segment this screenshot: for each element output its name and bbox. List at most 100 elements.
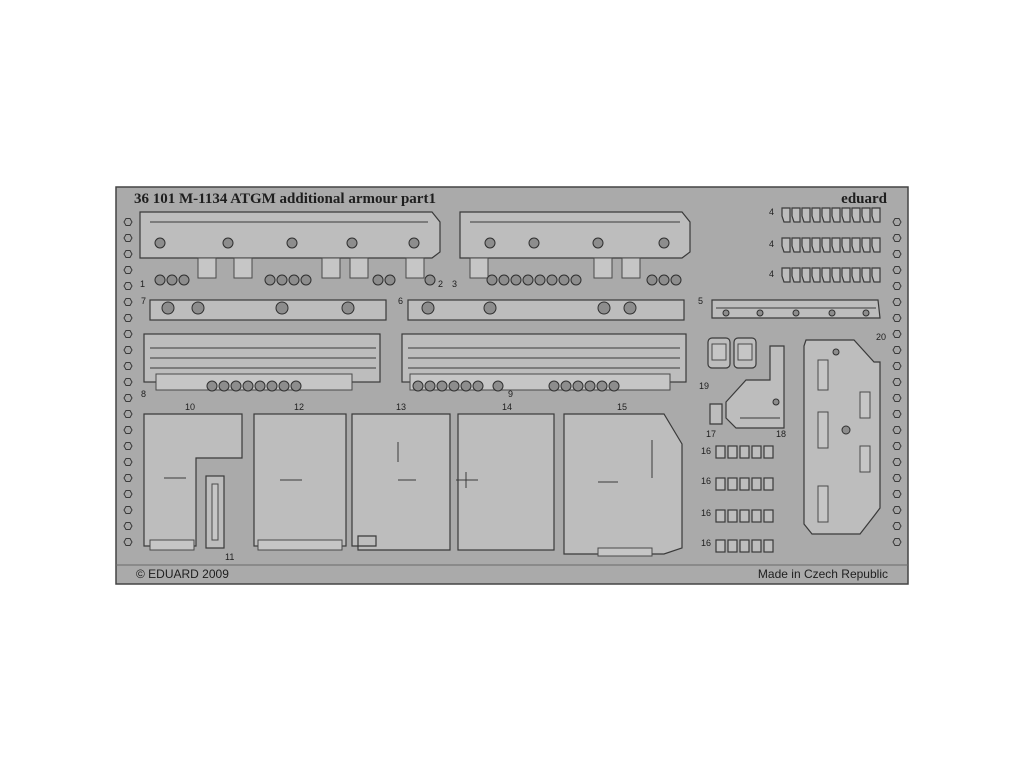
small-tab bbox=[871, 207, 881, 223]
hex-hole bbox=[892, 474, 902, 482]
washer bbox=[288, 274, 300, 286]
hex-hole bbox=[892, 426, 902, 434]
hex-hole bbox=[892, 442, 902, 450]
washer bbox=[670, 274, 682, 286]
washer bbox=[436, 380, 448, 392]
small-tab bbox=[811, 207, 821, 223]
small-tab bbox=[727, 477, 738, 491]
small-tab bbox=[821, 207, 831, 223]
washer bbox=[424, 380, 436, 392]
part-12-plate bbox=[253, 413, 347, 551]
washer bbox=[254, 380, 266, 392]
small-tab bbox=[851, 237, 861, 253]
washer bbox=[218, 380, 230, 392]
washer bbox=[596, 380, 608, 392]
hex-hole bbox=[123, 410, 133, 418]
small-tab bbox=[821, 237, 831, 253]
hex-hole bbox=[892, 490, 902, 498]
part-number-16a: 16 bbox=[701, 446, 711, 456]
sheet-title: 36 101 M-1134 ATGM additional armour par… bbox=[134, 191, 436, 207]
small-tab bbox=[781, 237, 791, 253]
part-number-7: 7 bbox=[141, 296, 146, 306]
small-tab bbox=[831, 207, 841, 223]
part-number-14: 14 bbox=[502, 402, 512, 412]
small-tab bbox=[861, 267, 871, 283]
part-number-4b: 4 bbox=[769, 239, 774, 249]
hex-hole bbox=[892, 330, 902, 338]
hex-hole bbox=[123, 346, 133, 354]
washer bbox=[572, 380, 584, 392]
part-20-large-plate bbox=[803, 339, 881, 535]
washer bbox=[510, 274, 522, 286]
washer-row-1 bbox=[154, 274, 682, 286]
washer bbox=[498, 274, 510, 286]
hex-hole bbox=[123, 458, 133, 466]
washer bbox=[448, 380, 460, 392]
hex-hole bbox=[123, 298, 133, 306]
hex-hole bbox=[123, 522, 133, 530]
hex-hole bbox=[892, 522, 902, 530]
small-tab bbox=[715, 477, 726, 491]
part-17-18-plate bbox=[709, 345, 785, 429]
small-tab bbox=[781, 207, 791, 223]
washer bbox=[424, 274, 436, 286]
part-number-18: 18 bbox=[776, 429, 786, 439]
part-number-12: 12 bbox=[294, 402, 304, 412]
part-number-9: 9 bbox=[508, 389, 513, 399]
part-7-strip bbox=[149, 299, 387, 321]
washer bbox=[266, 380, 278, 392]
small-tab bbox=[871, 267, 881, 283]
washer bbox=[178, 274, 190, 286]
part-number-3: 3 bbox=[452, 279, 457, 289]
small-tab bbox=[861, 237, 871, 253]
hex-hole bbox=[892, 346, 902, 354]
hex-hole bbox=[892, 234, 902, 242]
small-tab bbox=[861, 207, 871, 223]
small-tab bbox=[801, 237, 811, 253]
hex-hole bbox=[123, 426, 133, 434]
part-15-plate bbox=[563, 413, 683, 557]
small-tab bbox=[781, 267, 791, 283]
small-tab bbox=[715, 445, 726, 459]
part-number-8: 8 bbox=[141, 389, 146, 399]
washer bbox=[584, 380, 596, 392]
small-tab bbox=[801, 207, 811, 223]
part-9-rail bbox=[401, 333, 687, 391]
hex-hole bbox=[123, 474, 133, 482]
part-number-19: 19 bbox=[699, 381, 709, 391]
washer bbox=[206, 380, 218, 392]
small-tab bbox=[821, 267, 831, 283]
part-16-tabs bbox=[715, 445, 774, 553]
small-tab bbox=[751, 509, 762, 523]
washer bbox=[300, 274, 312, 286]
origin-text: Made in Czech Republic bbox=[758, 567, 888, 581]
hex-hole bbox=[123, 314, 133, 322]
part-11-handle bbox=[205, 475, 225, 549]
hex-hole bbox=[123, 234, 133, 242]
washer bbox=[608, 380, 620, 392]
washer bbox=[278, 380, 290, 392]
small-tab bbox=[851, 267, 861, 283]
small-tab bbox=[841, 237, 851, 253]
washer bbox=[384, 274, 396, 286]
washer bbox=[372, 274, 384, 286]
hex-hole bbox=[892, 314, 902, 322]
hex-hole bbox=[123, 442, 133, 450]
small-tab bbox=[751, 539, 762, 553]
small-tab bbox=[871, 237, 881, 253]
part-number-11: 11 bbox=[225, 552, 234, 562]
small-tab bbox=[715, 539, 726, 553]
washer bbox=[646, 274, 658, 286]
small-tab bbox=[739, 509, 750, 523]
small-tab bbox=[841, 207, 851, 223]
washer bbox=[290, 380, 302, 392]
part-4-tabs bbox=[781, 207, 881, 283]
hex-hole bbox=[892, 458, 902, 466]
brand-logo: eduard bbox=[841, 191, 888, 207]
left-hex-border bbox=[123, 218, 133, 546]
small-tab bbox=[727, 509, 738, 523]
washer bbox=[658, 274, 670, 286]
part-number-16d: 16 bbox=[701, 538, 711, 548]
part-1-2-rail bbox=[139, 211, 441, 279]
small-tab bbox=[727, 539, 738, 553]
